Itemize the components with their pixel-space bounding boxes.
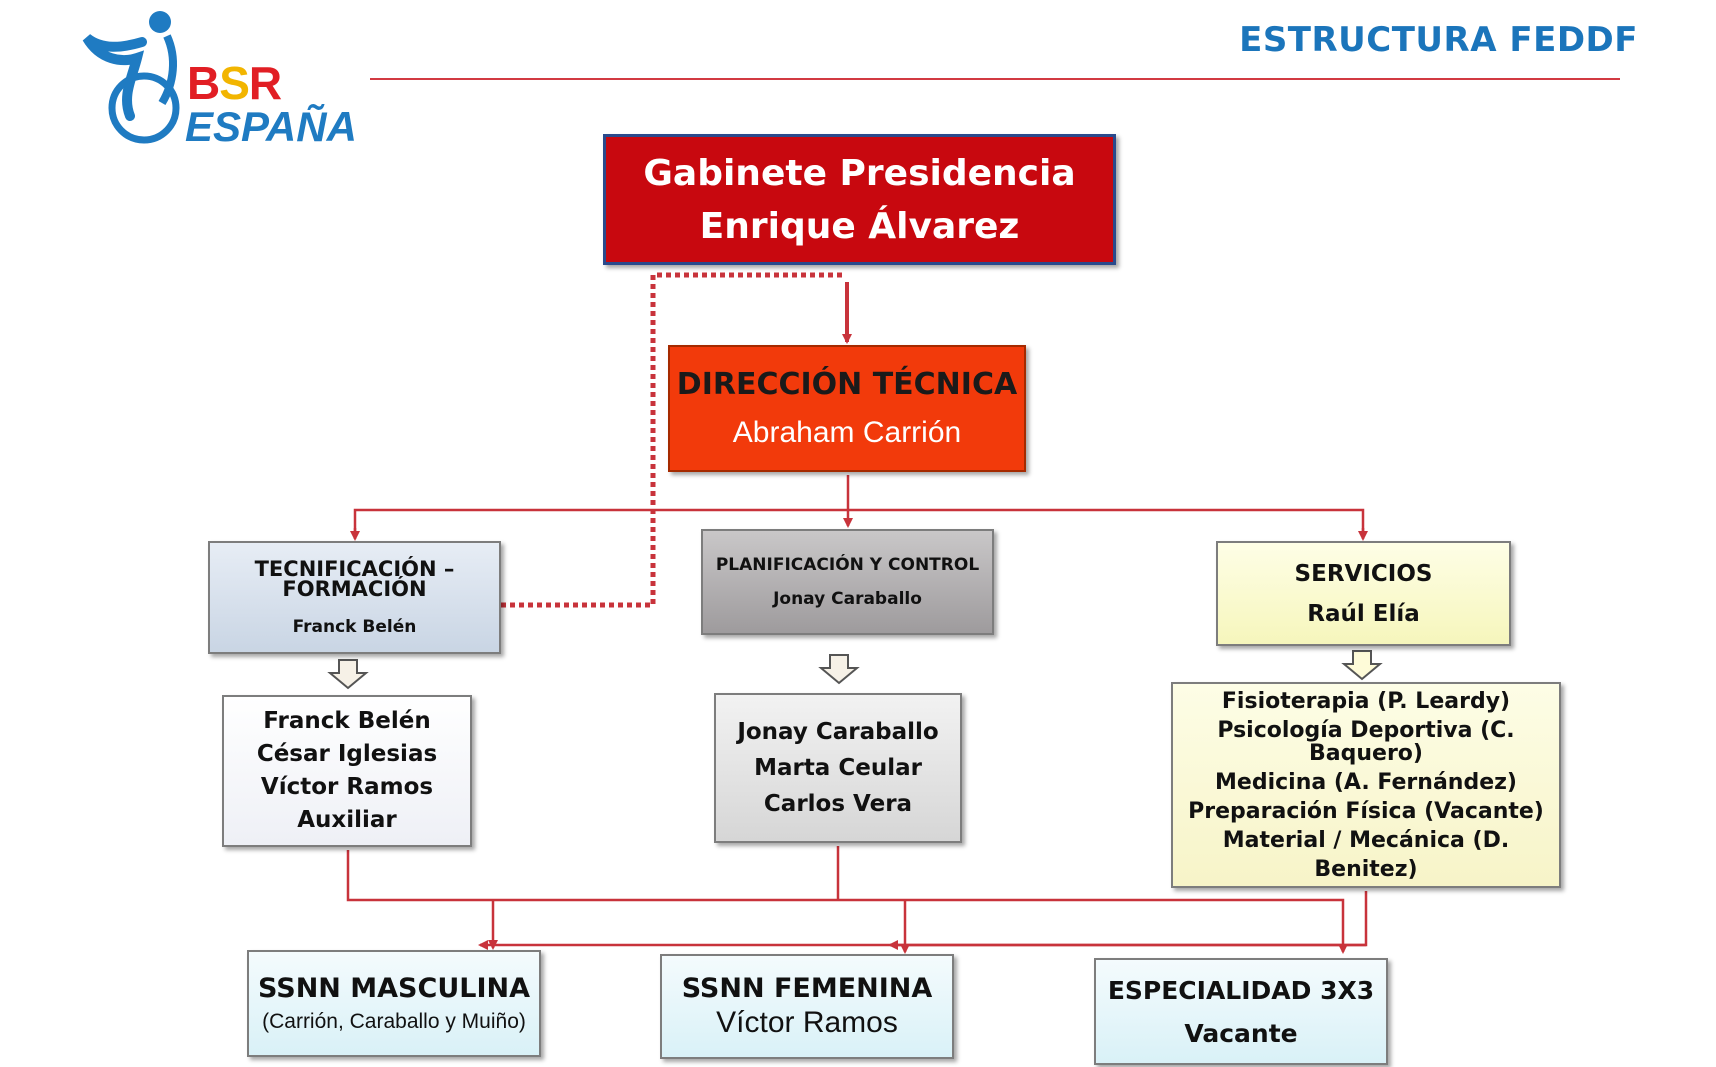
servicios-staff-list: Fisioterapia (P. Leardy) Psicología Depo… <box>1171 682 1561 888</box>
node-ssnn-femenina: SSNN FEMENINA Víctor Ramos <box>660 954 954 1059</box>
node-person: Víctor Ramos <box>716 1006 898 1039</box>
node-title: TECNIFICACIÓN – FORMACIÓN <box>254 556 455 601</box>
logo-bsr-text: BSR <box>187 57 282 109</box>
node-person: Raúl Elía <box>1307 600 1420 627</box>
node-person: (Carrión, Caraballo y Muiño) <box>262 1010 526 1033</box>
list-item: Psicología Deportiva (C. Baquero) <box>1217 717 1515 766</box>
list-item: Fisioterapia (P. Leardy) <box>1221 688 1511 714</box>
node-planificacion-control: PLANIFICACIÓN Y CONTROL Jonay Caraballo <box>701 529 994 635</box>
list-item: Víctor Ramos <box>260 774 434 800</box>
node-person: Jonay Caraballo <box>773 589 922 609</box>
list-item: Carlos Vera <box>763 791 913 817</box>
node-especialidad-3x3: ESPECIALIDAD 3X3 Vacante <box>1094 958 1388 1065</box>
hollow-down-arrow-icon <box>327 659 369 690</box>
node-title: SSNN MASCULINA <box>258 973 530 1004</box>
node-title: DIRECCIÓN TÉCNICA <box>676 367 1018 402</box>
node-title: Gabinete Presidencia <box>643 152 1076 194</box>
node-person: Vacante <box>1184 1018 1298 1048</box>
node-person: Enrique Álvarez <box>699 205 1020 247</box>
logo-espana-text: ESPAÑA <box>185 103 357 150</box>
list-item: Auxiliar <box>297 807 397 833</box>
node-gabinete-presidencia: Gabinete Presidencia Enrique Álvarez <box>603 134 1116 265</box>
node-title: SSNN FEMENINA <box>681 973 933 1004</box>
node-title: SERVICIOS <box>1294 560 1433 587</box>
hollow-down-arrow-icon <box>1341 650 1383 681</box>
dotted-connector-presidencia-tecnificacion <box>468 272 842 610</box>
list-item: César Iglesias <box>256 741 438 767</box>
tecnificacion-staff-list: Franck Belén César Iglesias Víctor Ramos… <box>222 695 472 847</box>
list-item: Medicina (A. Fernández) <box>1215 769 1517 795</box>
node-ssnn-masculina: SSNN MASCULINA (Carrión, Caraballo y Mui… <box>247 950 541 1057</box>
wheelchair-athlete-icon <box>82 11 180 144</box>
node-tecnificacion-formacion: TECNIFICACIÓN – FORMACIÓN Franck Belén <box>208 541 501 654</box>
list-item: Preparación Física (Vacante) <box>1188 798 1544 824</box>
list-item: Material / Mecánica (D. Benitez) <box>1222 827 1510 882</box>
node-direccion-tecnica: DIRECCIÓN TÉCNICA Abraham Carrión <box>668 345 1026 472</box>
bsr-espana-logo: BSR ESPAÑA <box>82 8 362 148</box>
list-item: Franck Belén <box>263 708 431 734</box>
node-title: PLANIFICACIÓN Y CONTROL <box>715 555 980 575</box>
node-person: Franck Belén <box>292 616 417 637</box>
page-title: ESTRUCTURA FEDDF <box>1239 20 1638 60</box>
list-item: Marta Ceular <box>754 755 922 781</box>
planificacion-staff-list: Jonay Caraballo Marta Ceular Carlos Vera <box>714 693 962 843</box>
node-servicios: SERVICIOS Raúl Elía <box>1216 541 1511 646</box>
list-item: Jonay Caraballo <box>737 719 939 745</box>
node-person: Abraham Carrión <box>732 416 962 449</box>
node-title: ESPECIALIDAD 3X3 <box>1107 975 1375 1005</box>
hollow-down-arrow-icon <box>818 654 860 685</box>
header-divider <box>370 78 1620 80</box>
